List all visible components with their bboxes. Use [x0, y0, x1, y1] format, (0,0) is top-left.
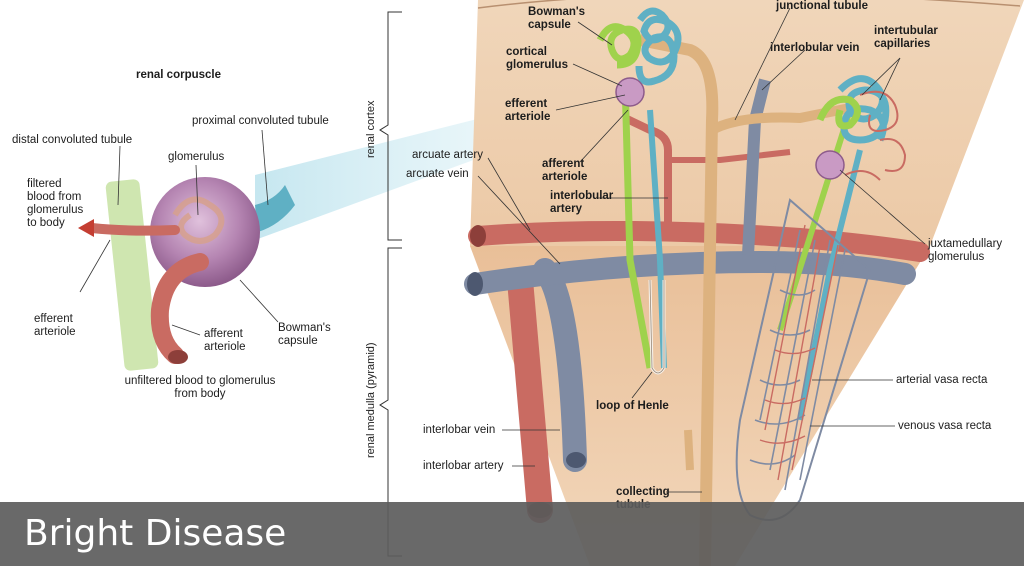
- collecting-tubule-stub: [684, 429, 694, 471]
- label-bowmans-capsule-top: Bowman's capsule: [528, 6, 586, 31]
- label-interlobar-vein: interlobar vein: [423, 424, 496, 436]
- collecting-tubule-vessel: [638, 34, 719, 567]
- filtered-blood-arrow: [78, 219, 94, 237]
- label-proximal-convoluted-tubule: proximal convoluted tubule: [192, 115, 329, 127]
- collecting-tubule-branch: [709, 103, 851, 135]
- label-filtered-blood: filtered blood from glomerulus to body: [27, 178, 84, 229]
- renal-cortex-top-edge: [477, 0, 1021, 9]
- juxta-convoluted-blue: [837, 75, 890, 144]
- label-arcuate-vein: arcuate vein: [406, 168, 469, 180]
- cortical-convoluted-blue: [635, 7, 682, 86]
- label-junctional-tubule: junctional tubule: [776, 0, 868, 12]
- label-unfiltered-blood: unfiltered blood to glomerulus from body: [124, 375, 276, 400]
- label-venous-vasa-recta: venous vasa recta: [898, 420, 992, 432]
- juxta-convoluted-green: [816, 95, 861, 130]
- label-afferent-arteriole-left: afferent arteriole: [204, 328, 246, 353]
- label-cortical-glomerulus: cortical glomerulus: [506, 46, 568, 71]
- distal-tubule-segment: [105, 179, 159, 371]
- label-efferent-arteriole-center: efferent arteriole: [505, 98, 551, 123]
- cortical-convoluted-green: [596, 23, 642, 69]
- label-arterial-vasa-recta: arterial vasa recta: [896, 374, 988, 386]
- cortical-loop-green: [621, 79, 654, 369]
- cortex-bracket: [379, 11, 402, 241]
- label-interlobular-vein: interlobular vein: [770, 42, 860, 54]
- afferent-arteriole-left-vessel: [150, 253, 209, 364]
- caption-title: Bright Disease: [24, 513, 287, 554]
- arcuate-vein-vessel: [464, 250, 916, 295]
- label-renal-cortex: renal cortex: [365, 100, 377, 158]
- label-renal-medulla: renal medulla (pyramid): [365, 342, 377, 458]
- interlobar-vein-end: [566, 452, 586, 468]
- caption-bar: Bright Disease: [0, 502, 1024, 566]
- arcuate-vein-end: [467, 272, 483, 296]
- label-interlobar-artery: interlobar artery: [423, 460, 504, 472]
- proximal-tubule-segment: [255, 185, 295, 232]
- juxta-blue-limb: [797, 149, 863, 421]
- interlobar-artery-vessel: [507, 267, 553, 523]
- juxtamedullary-glomerulus-ball: [815, 150, 845, 180]
- label-renal-corpuscle: renal corpuscle: [136, 69, 222, 81]
- label-arcuate-artery: arcuate artery: [412, 149, 483, 161]
- afferent-arteriole-branch: [668, 149, 791, 163]
- intertubular-capillary-net: [844, 90, 907, 181]
- arcuate-artery-end: [470, 225, 486, 247]
- renal-corpuscle-ball: [150, 177, 260, 287]
- cortical-glomerulus-ball: [615, 77, 645, 107]
- label-glomerulus: glomerulus: [168, 151, 225, 163]
- label-intertubular-capillaries: intertubular capillaries: [874, 25, 938, 50]
- label-interlobular-artery: interlobular artery: [550, 190, 614, 215]
- label-bowmans-capsule-left: Bowman's capsule: [278, 322, 331, 347]
- label-distal-convoluted-tubule: distal convoluted tubule: [12, 134, 133, 146]
- label-loop-of-henle: loop of Henle: [596, 400, 669, 412]
- label-efferent-arteriole-left: efferent arteriole: [34, 313, 76, 338]
- efferent-arteriole-left-vessel: [87, 223, 180, 236]
- label-juxtamedullary-glomerulus: juxtamedullary glomerulus: [928, 238, 1003, 263]
- label-afferent-arteriole-center: afferent arteriole: [542, 158, 588, 183]
